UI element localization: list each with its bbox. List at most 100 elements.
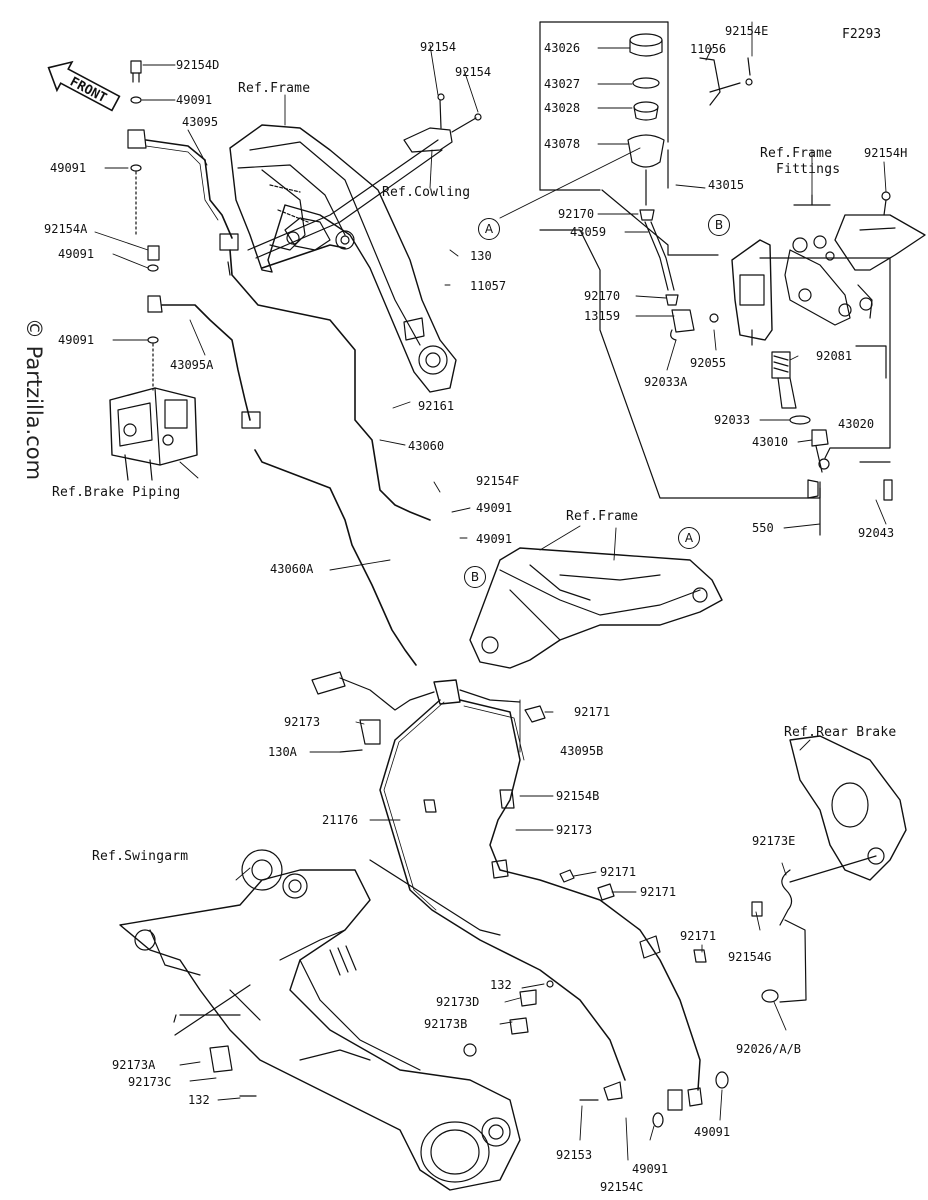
hose-clamps [339, 705, 729, 1128]
leader-lines [94, 21, 887, 1161]
cowling-bracket-drawing [403, 93, 482, 153]
part-label: 92173C [128, 1075, 172, 1089]
part-label: 92033A [644, 375, 688, 389]
part-label: 43027 [544, 77, 581, 91]
part-label: 92173D [436, 995, 480, 1009]
part-label: 92173 [556, 823, 593, 837]
part-label: 43095B [560, 744, 604, 758]
part-label: 132 [188, 1093, 210, 1107]
callout-b-mid: B [464, 566, 486, 588]
part-label: 13159 [584, 309, 621, 323]
rear-brake-drawing [751, 735, 907, 1003]
part-label: 43020 [838, 417, 875, 431]
part-label: 92154 [455, 65, 492, 79]
part-label: 92026/A/B [736, 1042, 802, 1056]
part-label: 130A [268, 745, 297, 759]
part-label: 92154C [600, 1180, 644, 1194]
part-label: 92154 [420, 40, 457, 54]
pipe-joint-a [241, 411, 261, 429]
callout-a-top: A [478, 218, 500, 240]
ref-rear-brake-label: Ref.Rear Brake [784, 725, 897, 740]
part-label: 43059 [570, 225, 607, 239]
part-label: 92154E [725, 24, 769, 38]
part-label: 92173 [284, 715, 321, 729]
callout-b-top: B [708, 214, 730, 236]
master-cylinder-drawing [539, 21, 753, 341]
part-label: 92033 [714, 413, 751, 427]
swingarm-drawing [119, 849, 521, 1191]
part-label: 92171 [574, 705, 611, 719]
part-label: 21176 [322, 813, 359, 827]
part-label: 43060 [408, 439, 445, 453]
part-label: 43095 [182, 115, 219, 129]
part-label: 49091 [176, 93, 213, 107]
part-label: 92154D [176, 58, 220, 72]
part-label: 43078 [544, 137, 581, 151]
part-label: 49091 [58, 333, 95, 347]
part-label: 11056 [690, 42, 727, 56]
part-label: 92161 [418, 399, 455, 413]
part-label: 43028 [544, 101, 581, 115]
part-label: 43010 [752, 435, 789, 449]
ref-frame-top-label: Ref.Frame [238, 81, 311, 96]
part-label: 92171 [680, 929, 717, 943]
part-label: 92173E [752, 834, 796, 848]
part-label: 49091 [476, 501, 513, 515]
part-label: 92173B [424, 1017, 468, 1031]
ref-frame-mid-label: Ref.Frame [566, 509, 639, 524]
pipe-43095A [161, 304, 251, 421]
part-label: 49091 [476, 532, 513, 546]
part-label: 92154F [476, 474, 520, 488]
part-label: 92055 [690, 356, 727, 370]
part-label: 92153 [556, 1148, 593, 1162]
front-direction-arrow-icon: FRONT [47, 60, 121, 112]
part-label: 43060A [270, 562, 314, 576]
copyright-watermark: © Partzilla.com [22, 318, 46, 481]
pipe-43060 [229, 249, 431, 521]
hose-43095B [459, 699, 701, 1091]
part-label: 49091 [694, 1125, 731, 1139]
junction-block-drawing [311, 671, 521, 711]
part-label: 92170 [584, 289, 621, 303]
abs-unit-drawing [109, 387, 198, 481]
pipe-43095 [145, 139, 233, 239]
upper-frame-drawing [229, 124, 457, 393]
ref-frame-fittings-label: Ref.Frame Fittings [760, 146, 841, 177]
mid-frame-drawing [469, 547, 723, 669]
part-label: 92170 [558, 207, 595, 221]
part-label: 11057 [470, 279, 507, 293]
figure-code: F2293 [842, 27, 882, 42]
pipe-43060A [254, 449, 417, 666]
part-label: 92154G [728, 950, 772, 964]
part-label: 43095A [170, 358, 214, 372]
ref-cowling-label: Ref.Cowling [382, 185, 471, 200]
part-label: 130 [470, 249, 492, 263]
master-cylinder-body [539, 229, 821, 499]
part-label: 43015 [708, 178, 745, 192]
part-label: 92154B [556, 789, 600, 803]
part-label: 92154A [44, 222, 88, 236]
part-label: 92043 [858, 526, 895, 540]
part-label: 49091 [58, 247, 95, 261]
part-label: 92173A [112, 1058, 156, 1072]
part-label: 92154H [864, 146, 908, 160]
part-label: 49091 [632, 1162, 669, 1176]
part-label: 49091 [50, 161, 87, 175]
hose-21176 [379, 699, 626, 1081]
part-label: 43026 [544, 41, 581, 55]
callout-a-mid: A [678, 527, 700, 549]
frame-fittings-drawing [759, 191, 926, 463]
swingarm-fasteners [173, 980, 554, 1097]
ref-brake-piping-label: Ref.Brake Piping [52, 485, 181, 500]
part-label: 550 [752, 521, 774, 535]
part-label: 132 [490, 978, 512, 992]
part-label: 92171 [640, 885, 677, 899]
spring-assembly-drawing [771, 345, 893, 536]
pipe-joint [219, 233, 239, 251]
part-label: 92171 [600, 865, 637, 879]
part-label: 92081 [816, 349, 853, 363]
ref-swingarm-label: Ref.Swingarm [92, 849, 189, 864]
left-fastener-stack [127, 60, 163, 391]
